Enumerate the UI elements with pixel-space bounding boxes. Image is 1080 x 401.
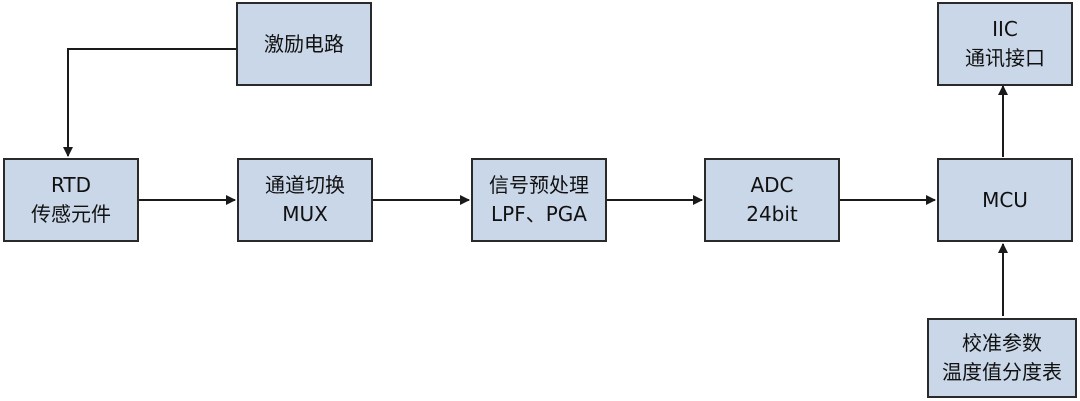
block-label: MCU xyxy=(982,187,1028,212)
block-label: LPF、PGA xyxy=(491,202,587,226)
block-label: 通道切换 xyxy=(265,173,345,197)
block-channel-mux: 通道切换 MUX xyxy=(237,158,373,242)
block-label: 校准参数 xyxy=(962,331,1042,355)
block-label: 激励电路 xyxy=(264,31,344,56)
block-label: IIC xyxy=(992,17,1018,41)
block-label: RTD xyxy=(50,173,92,197)
block-calibration-table: 校准参数 温度值分度表 xyxy=(927,318,1077,398)
block-rtd-sensor: RTD 传感元件 xyxy=(3,158,139,242)
block-label: ADC xyxy=(750,173,794,197)
block-adc: ADC 24bit xyxy=(704,158,840,242)
block-iic-interface: IIC 通讯接口 xyxy=(937,2,1073,86)
block-label: 温度值分度表 xyxy=(942,360,1062,384)
block-label: 信号预处理 xyxy=(489,173,589,197)
block-excitation-circuit: 激励电路 xyxy=(236,2,372,86)
arrow-excitation-to-rtd xyxy=(63,48,236,157)
block-label: MUX xyxy=(282,202,328,226)
block-signal-preprocessing: 信号预处理 LPF、PGA xyxy=(471,158,607,242)
block-mcu: MCU xyxy=(937,158,1073,242)
block-label: 24bit xyxy=(746,202,798,226)
block-label: 通讯接口 xyxy=(965,46,1045,70)
block-label: 传感元件 xyxy=(31,202,111,226)
